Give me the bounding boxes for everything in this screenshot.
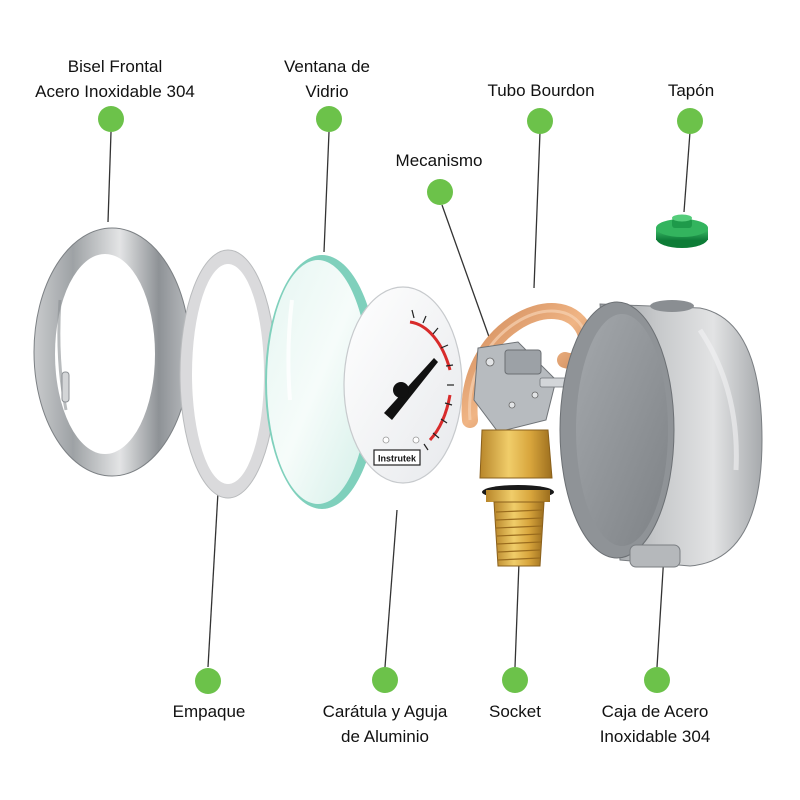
glass-window [265, 255, 379, 509]
callout-dot-tapon [677, 108, 703, 134]
callout-dot-caratula [372, 667, 398, 693]
label-bisel-line-1: Bisel Frontal [67, 57, 163, 76]
label-ventana-line-2: Vidrio [305, 82, 349, 101]
leader-line-empaque [207, 491, 219, 668]
front-bezel [33, 227, 191, 477]
steel-case [559, 300, 763, 568]
label-tubo-line-1: Tubo Bourdon [487, 81, 595, 100]
leader-line-tapon [683, 131, 691, 213]
movement-assembly [461, 303, 595, 567]
gasket [179, 249, 277, 499]
callout-dot-socket [502, 667, 528, 693]
callout-dot-tubo [527, 108, 553, 134]
leader-line-bisel [107, 131, 112, 223]
fill-plug [656, 214, 708, 248]
callout-dot-caja [644, 667, 670, 693]
leader-line-ventana [323, 131, 330, 253]
label-ventana-line-1: Ventana de [283, 57, 371, 76]
callout-dot-empaque [195, 668, 221, 694]
callout-markers [98, 106, 703, 694]
label-mecanismo-line-1: Mecanismo [395, 151, 483, 170]
label-tapon-line-1: Tapón [667, 81, 715, 100]
label-caja-de-acero: Caja de Acero Inoxidable 304 [600, 699, 711, 749]
label-tubo-bourdon: Tubo Bourdon [487, 78, 594, 103]
label-tapon: Tapón [668, 78, 714, 103]
leader-line-tubo [533, 131, 541, 289]
label-empaque: Empaque [173, 699, 246, 724]
label-caratula-line-1: Carátula y Aguja [322, 702, 448, 721]
label-caratula-line-2: de Aluminio [341, 727, 429, 746]
dial-face: Instrutek [343, 286, 463, 484]
leader-line-socket [514, 561, 520, 668]
callout-dot-bisel [98, 106, 124, 132]
label-mecanismo: Mecanismo [396, 148, 483, 173]
label-caja-line-1: Caja de Acero [601, 702, 709, 721]
label-empaque-line-1: Empaque [172, 702, 246, 721]
label-ventana-de-vidrio: Ventana de Vidrio [284, 54, 370, 104]
label-socket-line-1: Socket [489, 702, 541, 721]
brand-logo-text: Instrutek [378, 454, 417, 464]
leader-line-caratula [384, 509, 398, 668]
leader-line-mecanismo [441, 204, 494, 349]
label-bisel-line-2: Acero Inoxidable 304 [35, 82, 195, 101]
label-bisel-frontal: Bisel Frontal Acero Inoxidable 304 [35, 54, 195, 104]
label-caratula-y-aguja: Carátula y Aguja de Aluminio [323, 699, 448, 749]
callout-dot-ventana [316, 106, 342, 132]
label-caja-line-2: Inoxidable 304 [599, 727, 711, 746]
label-socket: Socket [489, 699, 541, 724]
callout-dot-mecanismo [427, 179, 453, 205]
